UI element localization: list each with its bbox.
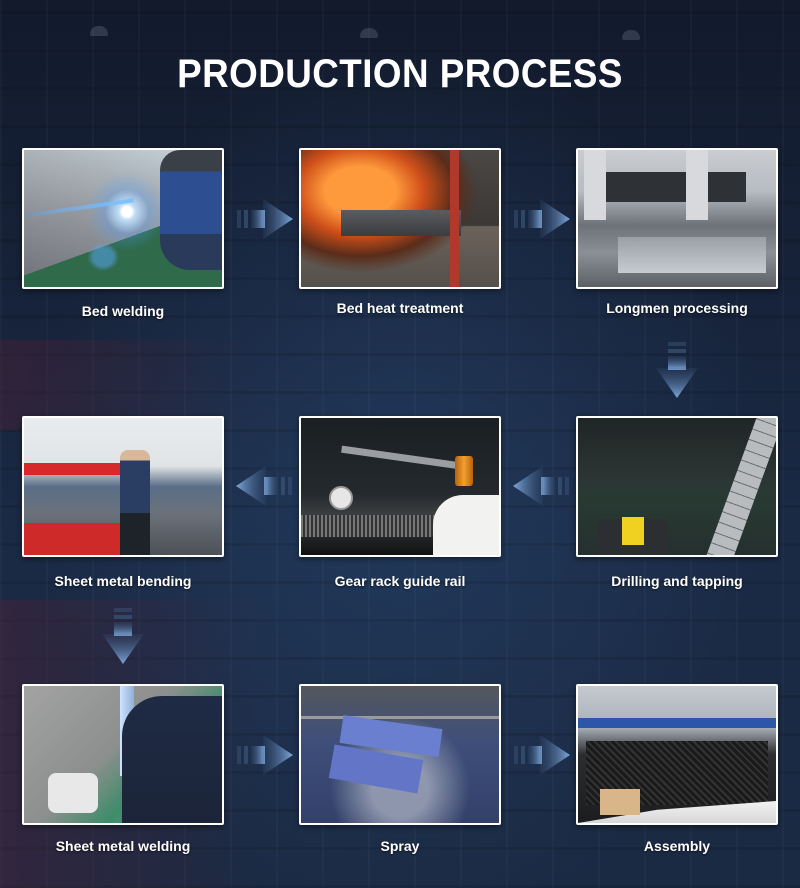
press-brake-bending-photo <box>24 418 222 555</box>
step-4-image <box>576 416 778 557</box>
step-1-label: Bed welding <box>81 303 165 319</box>
arrow-down-icon <box>98 606 148 668</box>
arrow-left-icon <box>509 461 571 511</box>
spray-painting-photo <box>301 686 499 823</box>
step-9-image <box>576 684 778 825</box>
arrow-right-icon <box>235 730 297 780</box>
linear-rail-drilling-photo <box>578 418 776 555</box>
step-1-image <box>22 148 224 289</box>
background-lamp <box>90 26 108 36</box>
gear-rack-dial-gauge-photo <box>301 418 499 555</box>
step-2-label: Bed heat treatment <box>336 300 464 316</box>
arrow-right-icon <box>512 730 574 780</box>
step-3-image <box>576 148 778 289</box>
background-lamp <box>622 30 640 40</box>
sheet-metal-welding-photo <box>24 686 222 823</box>
step-6-label: Sheet metal bending <box>54 573 192 589</box>
heat-treatment-furnace-photo <box>301 150 499 287</box>
step-3-label: Longmen processing <box>606 300 748 316</box>
step-8-label: Spray <box>380 838 420 854</box>
step-6-image <box>22 416 224 557</box>
step-8-image <box>299 684 501 825</box>
arrow-left-icon <box>232 461 294 511</box>
gantry-milling-machine-photo <box>578 150 776 287</box>
step-7-label: Sheet metal welding <box>55 838 191 854</box>
page-title: PRODUCTION PROCESS <box>177 52 623 96</box>
step-2-image <box>299 148 501 289</box>
step-7-image <box>22 684 224 825</box>
step-5-image <box>299 416 501 557</box>
step-5-label: Gear rack guide rail <box>334 573 466 589</box>
arrow-right-icon <box>235 194 297 244</box>
arrow-right-icon <box>512 194 574 244</box>
arrow-down-icon <box>652 340 702 402</box>
step-9-label: Assembly <box>643 838 711 854</box>
laser-cutter-assembly-photo <box>578 686 776 823</box>
step-4-label: Drilling and tapping <box>611 573 743 589</box>
welding-photo <box>24 150 222 287</box>
background-lamp <box>360 28 378 38</box>
